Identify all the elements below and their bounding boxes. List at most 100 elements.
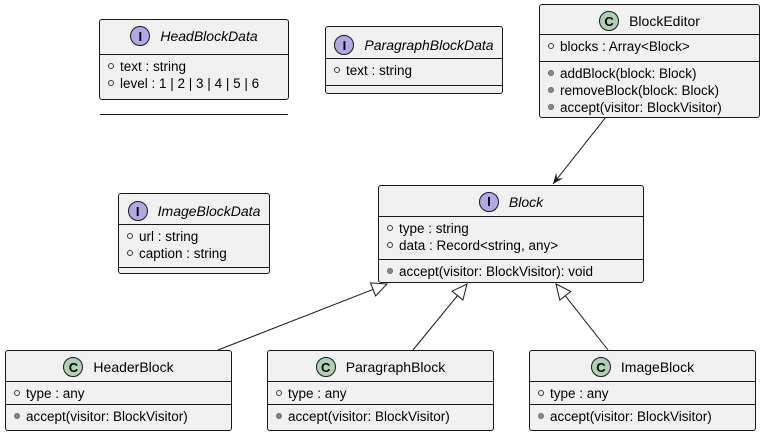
header-divider: [268, 381, 493, 382]
class-name: ParagraphBlock: [345, 359, 446, 375]
fields-divider: [268, 404, 493, 405]
field-row: type : any: [14, 385, 229, 401]
public-method-icon: [548, 104, 554, 110]
inheritance-arrowhead-icon: [369, 282, 389, 297]
public-field-icon: [548, 43, 554, 49]
realization-line: [564, 295, 609, 351]
class-box-paragraphblock[interactable]: C ParagraphBlock type : any accept(visitor:…: [267, 350, 494, 431]
field-text: text : string: [346, 62, 413, 78]
field-text: text : string: [120, 58, 187, 74]
method-row: accept(visitor: BlockVisitor): [548, 99, 757, 115]
fields-divider: [540, 61, 759, 62]
field-text: caption : string: [139, 245, 227, 261]
field-text: data : Record<string, any>: [399, 237, 559, 253]
class-name: HeaderBlock: [93, 359, 174, 375]
public-field-icon: [334, 67, 340, 73]
realization-line: [217, 288, 374, 351]
fields-divider: [100, 114, 288, 115]
relation-imageblock-to-block: [555, 283, 609, 351]
public-field-icon: [14, 390, 20, 396]
field-row: type : any: [538, 385, 753, 401]
public-method-icon: [276, 413, 282, 419]
fields-divider: [530, 404, 755, 405]
class-badge-icon: C: [590, 357, 611, 377]
class-badge-icon: C: [315, 357, 336, 377]
public-field-icon: [108, 80, 114, 86]
interface-badge-icon: I: [478, 191, 499, 212]
field-text: url : string: [139, 228, 199, 244]
field-row: blocks : Array<Block>: [548, 38, 757, 54]
header-divider: [540, 34, 759, 35]
field-row: caption : string: [127, 245, 267, 261]
class-name: Block: [508, 193, 544, 210]
method-row: addBlock(block: Block): [548, 65, 757, 81]
class-header: I Block: [379, 186, 643, 217]
class-name: ParagraphBlockData: [364, 37, 494, 53]
field-text: level : 1 | 2 | 3 | 4 | 5 | 6: [120, 75, 260, 91]
method-row: accept(visitor: BlockVisitor): [14, 408, 229, 424]
inheritance-arrowhead-icon: [555, 283, 572, 301]
method-text: accept(visitor: BlockVisitor): [550, 408, 712, 424]
class-header: C BlockEditor: [540, 5, 759, 37]
public-field-icon: [387, 242, 393, 248]
class-name: BlockEditor: [629, 13, 700, 29]
field-text: type : any: [26, 385, 85, 401]
field-row: type : string: [387, 220, 641, 236]
field-text: type : any: [288, 385, 347, 401]
method-text: accept(visitor: BlockVisitor): [288, 408, 450, 424]
field-text: type : string: [399, 220, 469, 236]
method-text: addBlock(block: Block): [560, 65, 697, 81]
fields-divider: [6, 404, 231, 405]
header-divider: [530, 381, 755, 382]
field-text: type : any: [550, 385, 609, 401]
association-arrowhead-icon: [553, 172, 564, 184]
field-row: text : string: [108, 58, 286, 74]
method-text: removeBlock(block: Block): [560, 82, 720, 98]
header-divider: [6, 381, 231, 382]
public-method-icon: [538, 413, 544, 419]
class-header: C ImageBlock: [530, 351, 755, 383]
fields-divider: [119, 267, 269, 268]
method-text: accept(visitor: BlockVisitor): [26, 408, 188, 424]
public-method-icon: [14, 413, 20, 419]
public-method-icon: [387, 268, 393, 274]
field-row: type : any: [276, 385, 491, 401]
field-row: text : string: [334, 62, 500, 78]
class-header: C ParagraphBlock: [268, 351, 493, 383]
relation-blockeditor-to-block: [552, 116, 607, 185]
header-divider: [100, 54, 288, 55]
public-field-icon: [127, 233, 133, 239]
class-badge-icon: C: [599, 11, 620, 31]
association-line: [552, 116, 607, 185]
header-divider: [326, 58, 502, 59]
public-field-icon: [127, 250, 133, 256]
method-row: accept(visitor: BlockVisitor): void: [387, 263, 641, 279]
fields-divider: [326, 85, 502, 86]
field-row: url : string: [127, 228, 267, 244]
public-method-icon: [548, 70, 554, 76]
header-divider: [379, 216, 643, 217]
interface-badge-icon: I: [130, 26, 151, 46]
class-box-imageblock[interactable]: C ImageBlock type : any accept(visitor: Blo…: [529, 350, 756, 431]
class-box-blockeditor[interactable]: C BlockEditor blocks : Array<Block> addBloc…: [539, 4, 760, 118]
interface-badge-icon: I: [334, 35, 355, 55]
method-text: accept(visitor: BlockVisitor): void: [399, 263, 594, 279]
public-method-icon: [548, 87, 554, 93]
class-name: HeadBlockData: [160, 28, 258, 44]
relation-headerblock-to-block: [217, 282, 389, 351]
public-field-icon: [387, 225, 393, 231]
class-name: ImageBlock: [620, 359, 695, 375]
class-header: I ParagraphBlockData: [326, 27, 502, 63]
method-row: removeBlock(block: Block): [548, 82, 757, 98]
header-divider: [119, 224, 269, 225]
field-text: blocks : Array<Block>: [560, 38, 690, 54]
class-header: I HeadBlockData: [100, 20, 288, 52]
class-box-paragraphblockdata[interactable]: I ParagraphBlockData text : string: [325, 26, 503, 94]
